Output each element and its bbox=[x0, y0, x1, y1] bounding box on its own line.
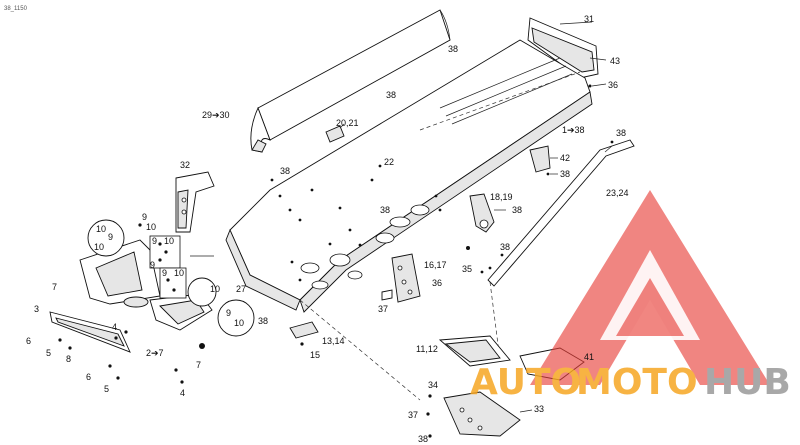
callout-38: 38 bbox=[448, 44, 458, 54]
callout-36: 36 bbox=[432, 278, 442, 288]
callout-13-14: 13,14 bbox=[322, 336, 345, 346]
callout-18-19: 18,19 bbox=[490, 192, 513, 202]
callout-41: 41 bbox=[584, 352, 594, 362]
pad-13-14 bbox=[199, 321, 319, 349]
watermark-text-hub: HUB bbox=[704, 362, 791, 403]
callout-43: 43 bbox=[610, 56, 620, 66]
callout-9: 9 bbox=[142, 212, 147, 222]
main-tunnel bbox=[225, 39, 593, 313]
callout-9: 9 bbox=[152, 236, 157, 246]
callout-37: 37 bbox=[378, 304, 388, 314]
side-rail bbox=[480, 139, 635, 287]
callout-10: 10 bbox=[234, 318, 244, 328]
callout-38: 38 bbox=[380, 205, 390, 215]
callout-35: 35 bbox=[462, 264, 472, 274]
callout-4: 4 bbox=[112, 322, 117, 332]
bracket-20-21 bbox=[325, 123, 345, 143]
callout-33: 33 bbox=[534, 404, 544, 414]
callout-15: 15 bbox=[310, 350, 320, 360]
skid-plate bbox=[49, 311, 184, 384]
callout-38: 38 bbox=[500, 242, 510, 252]
watermark-text-moto: MOTO bbox=[576, 362, 698, 403]
callout-37: 37 bbox=[408, 410, 418, 420]
callout-10: 10 bbox=[164, 236, 174, 246]
callout-32: 32 bbox=[180, 160, 190, 170]
callout-3: 3 bbox=[34, 304, 39, 314]
callout-38: 38 bbox=[418, 434, 428, 444]
callout-27: 27 bbox=[236, 284, 246, 294]
callout-10: 10 bbox=[174, 268, 184, 278]
bracket-18-19 bbox=[466, 193, 506, 250]
callout-10: 10 bbox=[146, 222, 156, 232]
tunnel-cover bbox=[250, 9, 451, 153]
callout-6: 6 bbox=[86, 372, 91, 382]
callout-10: 10 bbox=[96, 224, 106, 234]
callout-5: 5 bbox=[104, 384, 109, 394]
callout-1-38: 1➔38 bbox=[562, 125, 585, 135]
callout-16-17: 16,17 bbox=[424, 260, 447, 270]
callout-23-24: 23,24 bbox=[606, 188, 629, 198]
callout-8: 8 bbox=[66, 354, 71, 364]
bracket-32 bbox=[175, 171, 215, 233]
callout-38: 38 bbox=[258, 316, 268, 326]
callout-4: 4 bbox=[180, 388, 185, 398]
callout-9: 9 bbox=[226, 308, 231, 318]
callout-10: 10 bbox=[94, 242, 104, 252]
callout-38: 38 bbox=[512, 205, 522, 215]
callout-31: 31 bbox=[584, 14, 594, 24]
callout-9: 9 bbox=[150, 260, 155, 270]
callout-42: 42 bbox=[560, 153, 570, 163]
plate-16-17 bbox=[381, 253, 421, 303]
callout-38: 38 bbox=[616, 128, 626, 138]
callout-38: 38 bbox=[560, 169, 570, 179]
callout-34: 34 bbox=[428, 380, 438, 390]
callout-36: 36 bbox=[608, 80, 618, 90]
document-id: 38_1150 bbox=[4, 6, 28, 12]
callout-38: 38 bbox=[386, 90, 396, 100]
callout-10: 10 bbox=[210, 284, 220, 294]
watermark-logo: AUTO MOTO HUB bbox=[470, 190, 791, 403]
bracket-42 bbox=[529, 145, 558, 176]
detail-balloons bbox=[87, 219, 255, 337]
callout-22: 22 bbox=[384, 157, 394, 167]
watermark-text-auto: AUTO bbox=[470, 362, 581, 403]
callout-29-30: 29➔30 bbox=[202, 110, 230, 120]
callout-38: 38 bbox=[280, 166, 290, 176]
rear-rack bbox=[527, 17, 607, 88]
callout-11-12: 11,12 bbox=[416, 344, 438, 354]
connector-line bbox=[299, 299, 421, 401]
callout-6: 6 bbox=[26, 336, 31, 346]
callout-20-21: 20,21 bbox=[336, 118, 359, 128]
callout-labels: 31 38 43 36 38 29➔30 20,21 1➔38 38 42 38… bbox=[26, 14, 629, 444]
callout-9: 9 bbox=[162, 268, 167, 278]
callout-7: 7 bbox=[52, 282, 57, 292]
callout-9: 9 bbox=[108, 232, 113, 242]
callout-2-7: 2➔7 bbox=[146, 348, 164, 358]
callout-7: 7 bbox=[196, 360, 201, 370]
callout-5: 5 bbox=[46, 348, 51, 358]
